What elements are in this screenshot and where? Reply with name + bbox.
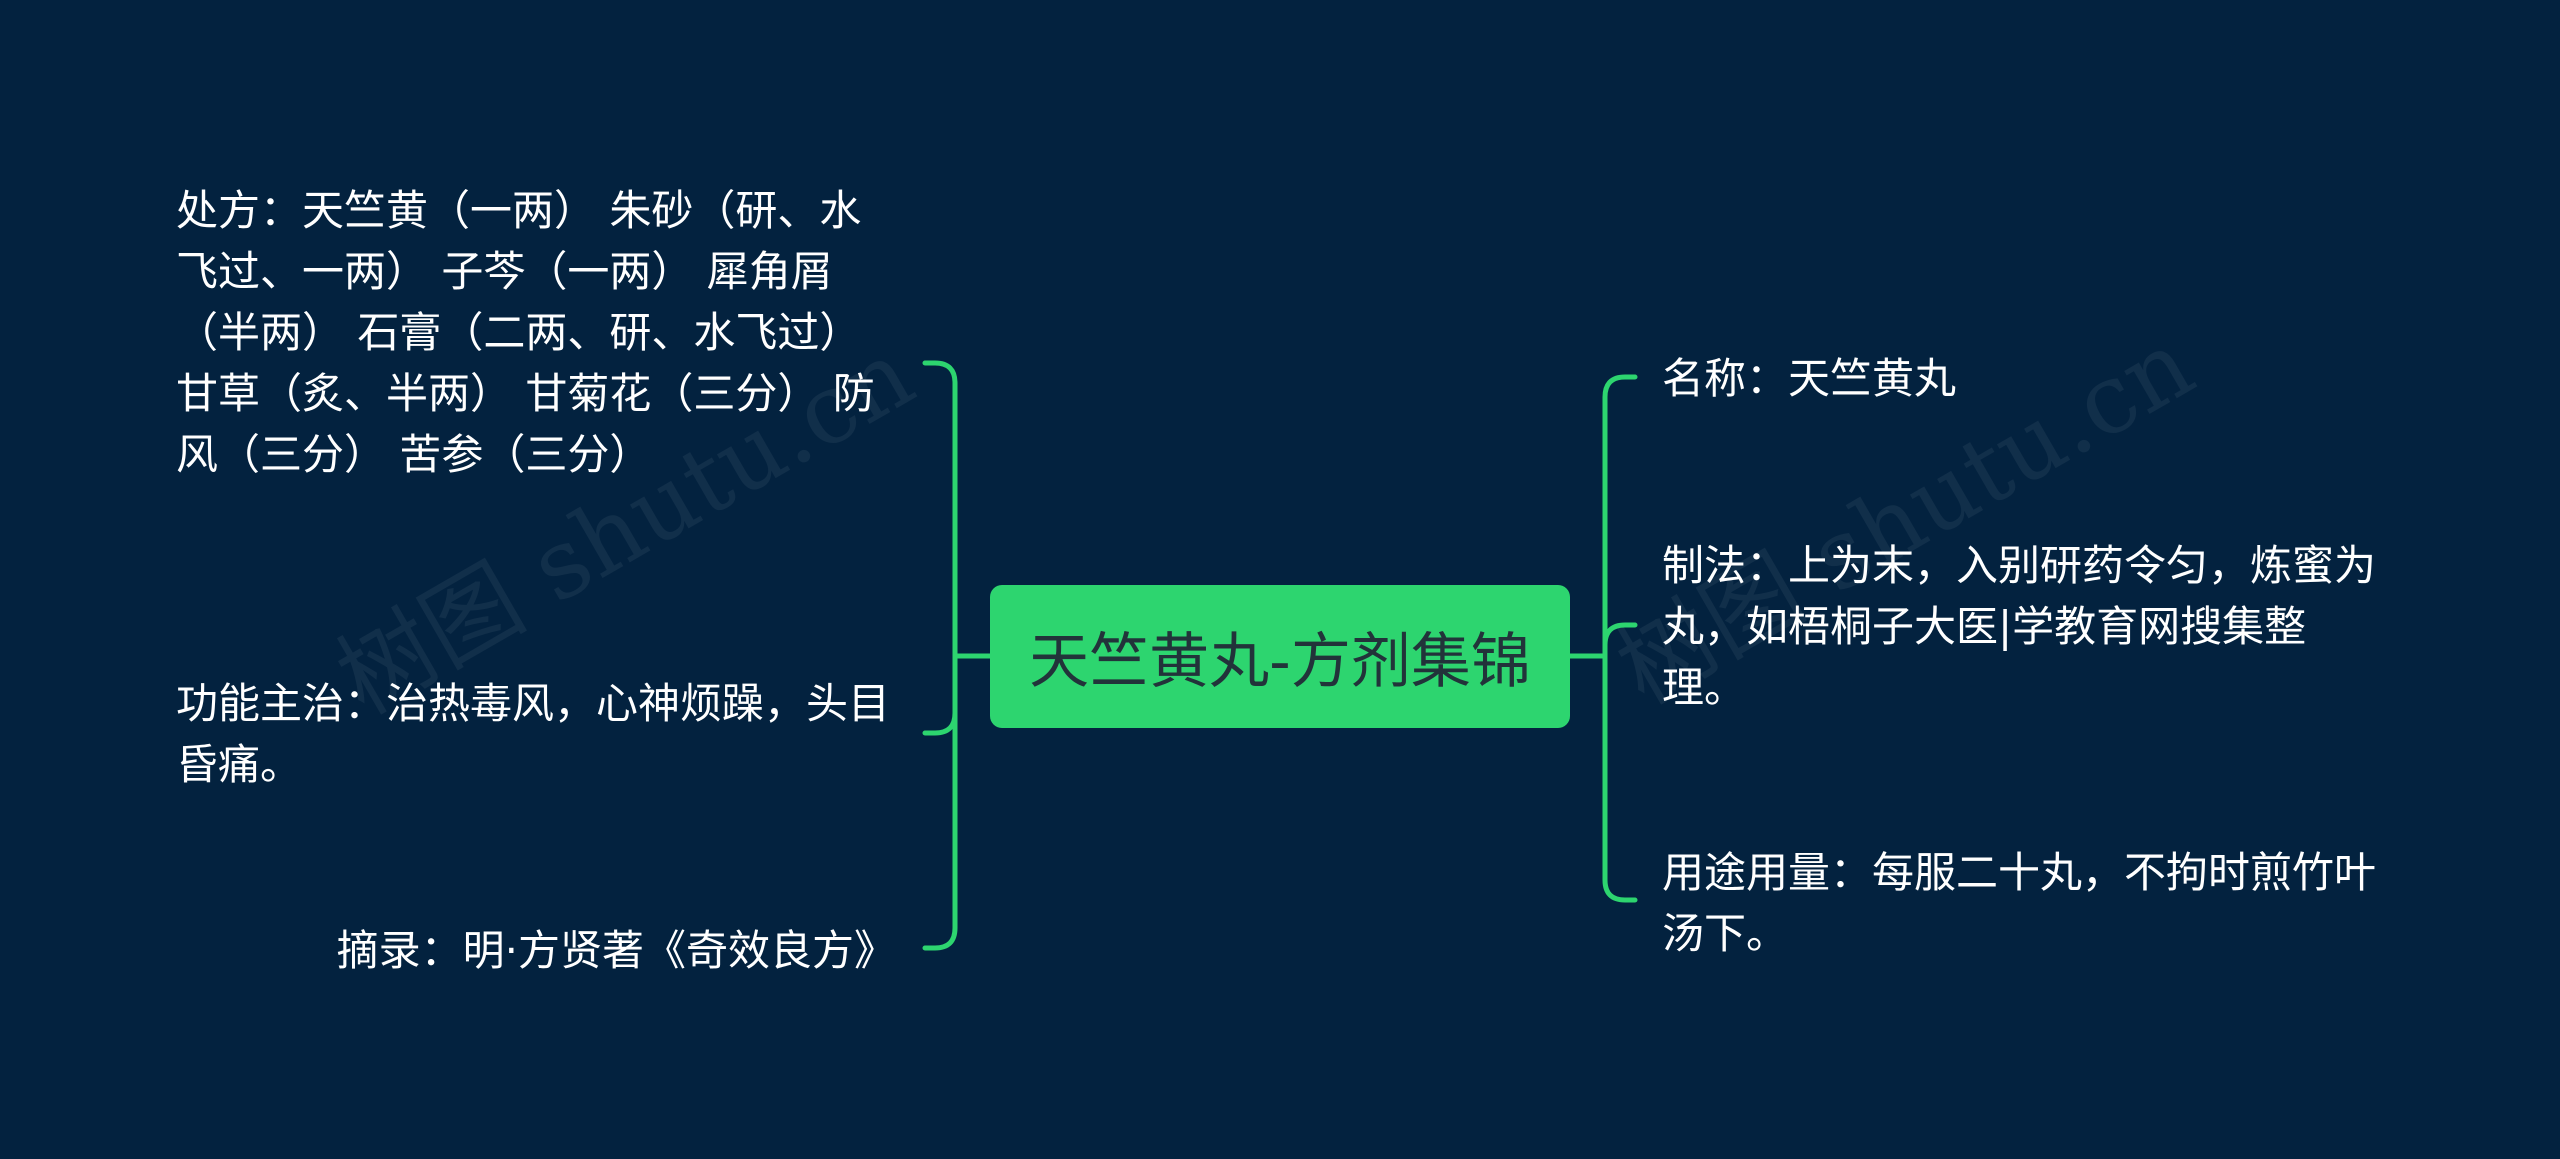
left-topic-indications-text: 功能主治：治热毒风，心神烦躁，头目昏痛。 [176,679,891,789]
connector-right-branch-2 [1602,622,1638,659]
left-topic-source[interactable]: 摘录：明·方贤著《奇效良方》 [176,920,896,981]
left-topic-prescription-text: 处方：天竺黄（一两） 朱砂（研、水飞过、一两） 子芩（一两） 犀角屑（半两） 石… [176,186,875,479]
connector-left-branch-2 [922,653,958,736]
root-topic[interactable]: 天竺黄丸-方剂集锦 [990,585,1570,728]
connector-right-branch-1 [1602,374,1638,659]
connector-left-branch-3 [922,653,958,951]
left-topic-indications[interactable]: 功能主治：治热毒风，心神烦躁，头目昏痛。 [176,673,896,795]
left-topic-source-text: 摘录：明·方贤著《奇效良方》 [336,926,896,975]
right-topic-dosage[interactable]: 用途用量：每服二十丸，不拘时煎竹叶汤下。 [1662,842,2382,964]
right-topic-dosage-text: 用途用量：每服二十丸，不拘时煎竹叶汤下。 [1662,848,2377,958]
right-topic-name[interactable]: 名称：天竺黄丸 [1662,348,2382,409]
left-topic-prescription[interactable]: 处方：天竺黄（一两） 朱砂（研、水飞过、一两） 子芩（一两） 犀角屑（半两） 石… [176,180,896,485]
right-topic-preparation[interactable]: 制法：上为末，入别研药令匀，炼蜜为丸，如梧桐子大医|学教育网搜集整理。 [1662,535,2382,718]
connector-left-branch-1 [922,360,958,659]
right-topic-preparation-text: 制法：上为末，入别研药令匀，炼蜜为丸，如梧桐子大医|学教育网搜集整理。 [1662,541,2377,712]
root-topic-label: 天竺黄丸-方剂集锦 [1029,627,1531,697]
right-topic-name-text: 名称：天竺黄丸 [1662,354,1957,403]
connector-right-branch-3 [1602,653,1638,903]
